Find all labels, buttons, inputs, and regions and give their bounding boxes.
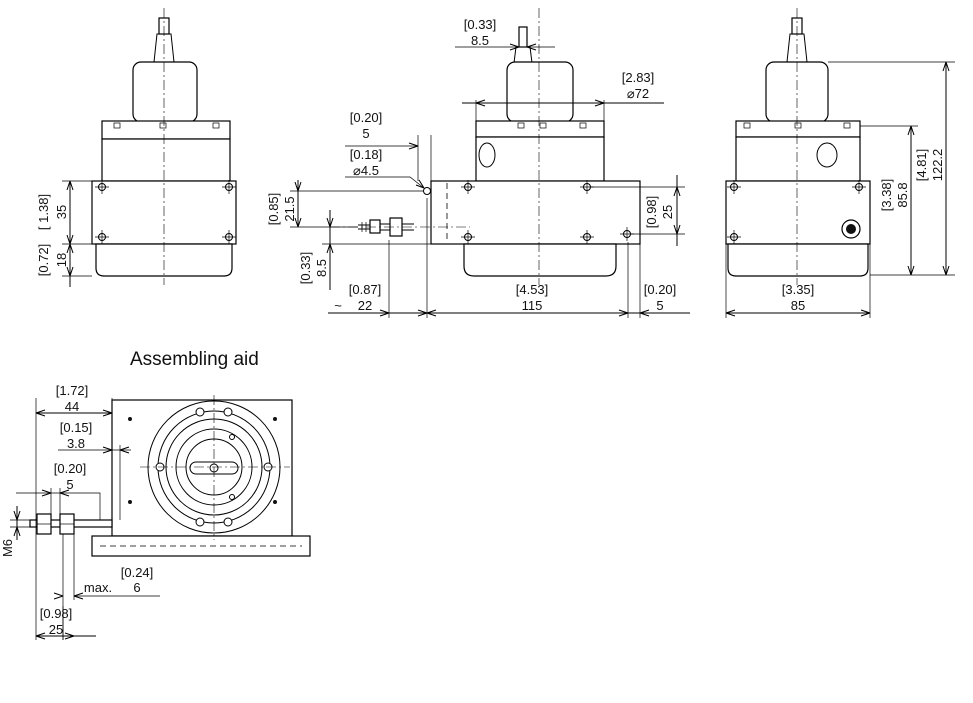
dim-pin-in: [0.33] bbox=[464, 17, 497, 32]
dim-total-in: [4.81] bbox=[914, 149, 929, 182]
dim-left-base-in: [0.72] bbox=[36, 244, 51, 277]
dim-width-in: [4.53] bbox=[516, 282, 549, 297]
dim-asm-max-label: max. bbox=[84, 580, 112, 595]
dim-asm-depth-mm: 44 bbox=[65, 399, 79, 414]
dim-asm-gap-in: [0.15] bbox=[60, 420, 93, 435]
dim-asm-length-mm: 25 bbox=[49, 622, 63, 637]
dim-hole-off-mm: 5 bbox=[362, 126, 369, 141]
dim-width-mm: 115 bbox=[522, 298, 543, 313]
assembling-aid-heading: Assembling aid bbox=[130, 349, 259, 370]
dim-edge-in: [0.20] bbox=[644, 282, 677, 297]
dim-asm-nut-in: [0.20] bbox=[54, 461, 87, 476]
dim-asm-thread: M6 bbox=[0, 539, 15, 557]
dim-asm-depth-in: [1.72] bbox=[56, 383, 89, 398]
dim-hole-h-in: [0.98] bbox=[644, 196, 659, 229]
dim-cable-prefix: ~ bbox=[334, 298, 342, 313]
dim-hole-h-mm: 25 bbox=[660, 205, 675, 219]
dim-hole-dia-mm: ⌀4.5 bbox=[353, 163, 379, 178]
dim-right-width-mm: 85 bbox=[791, 298, 805, 313]
center-view: [0.33] 8.5 [2.83] ⌀72 [0.20] 5 [0.18] ⌀4… bbox=[266, 8, 690, 318]
dim-height-mm: 85.8 bbox=[895, 182, 910, 207]
dim-flange-h-mm: 21.5 bbox=[282, 196, 297, 221]
dim-base-off-mm: 8.5 bbox=[314, 259, 329, 277]
dim-base-off-in: [0.33] bbox=[298, 252, 313, 285]
dim-cable-in: [0.87] bbox=[349, 282, 382, 297]
right-view: [4.81] 122.2 [3.38] 85.8 [3.35] 85 bbox=[725, 8, 955, 318]
assembly-view: [1.72] 44 [0.15] 3.8 [0.20] 5 M6 [0.24] … bbox=[0, 383, 311, 640]
dim-hole-dia-in: [0.18] bbox=[350, 147, 383, 162]
left-view: [ 1.38] 35 [0.72] 18 bbox=[36, 8, 237, 287]
dim-boss-mm: ⌀72 bbox=[627, 86, 649, 101]
dim-asm-max-in: [0.24] bbox=[121, 565, 154, 580]
dim-left-flange-mm: 35 bbox=[54, 205, 69, 219]
dim-height-in: [3.38] bbox=[879, 179, 894, 212]
dim-asm-gap-mm: 3.8 bbox=[67, 436, 85, 451]
dim-left-flange-in: [ 1.38] bbox=[36, 194, 51, 230]
dim-left-base-mm: 18 bbox=[54, 253, 69, 267]
dim-right-width-in: [3.35] bbox=[782, 282, 815, 297]
dim-edge-mm: 5 bbox=[656, 298, 663, 313]
dim-boss-in: [2.83] bbox=[622, 70, 655, 85]
dim-pin-mm: 8.5 bbox=[471, 33, 489, 48]
dim-asm-max-mm: 6 bbox=[133, 580, 140, 595]
dim-asm-length-in: [0.98] bbox=[40, 606, 73, 621]
dim-cable-mm: 22 bbox=[358, 298, 372, 313]
dim-total-mm: 122.2 bbox=[930, 149, 945, 182]
dim-flange-h-in: [0.85] bbox=[266, 193, 281, 226]
dim-hole-off-in: [0.20] bbox=[350, 110, 383, 125]
dim-asm-nut-mm: 5 bbox=[66, 477, 73, 492]
